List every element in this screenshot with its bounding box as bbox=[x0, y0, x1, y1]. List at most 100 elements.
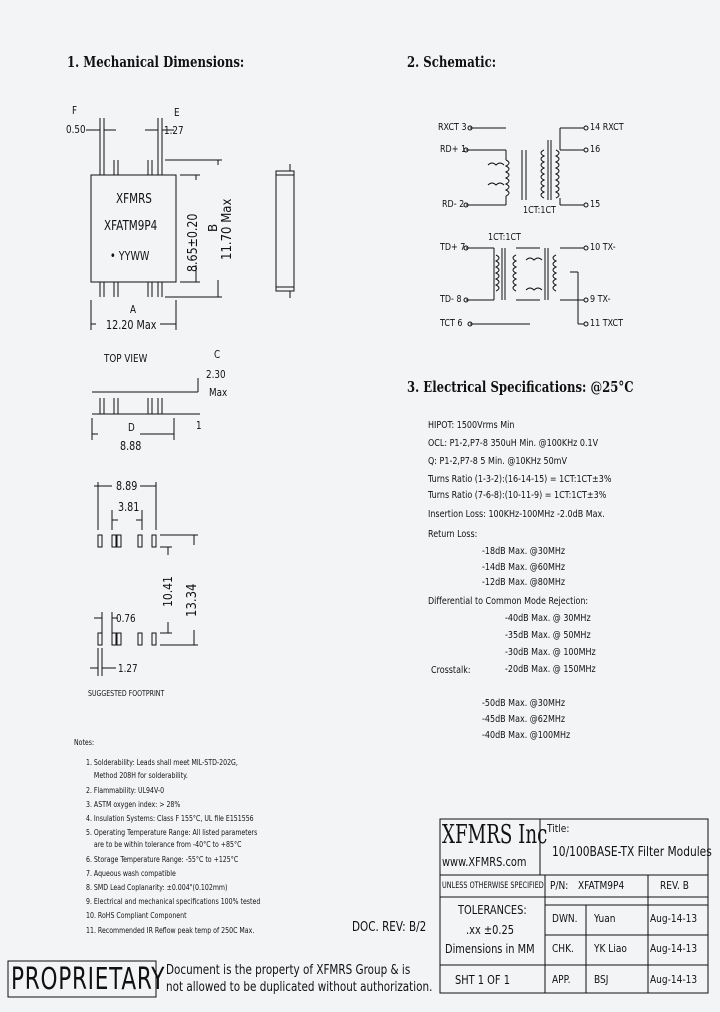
dim-E-value: 1.27 bbox=[164, 124, 184, 137]
dim-C-letter: C bbox=[214, 348, 221, 361]
pin-td-plus-7: TD+ 7 bbox=[440, 242, 466, 253]
fp-dim-381: 3.81 bbox=[118, 500, 140, 514]
spec-dcm-4: -20dB Max. @ 150MHz bbox=[505, 664, 596, 675]
pin-16: 16 bbox=[590, 144, 601, 155]
marking-part: XFATM9P4 bbox=[104, 219, 158, 234]
spec-hipot: HIPOT: 1500Vrms Min bbox=[428, 420, 515, 431]
marking-brand: XFMRS bbox=[116, 192, 152, 207]
notes-title: Notes: bbox=[74, 738, 95, 747]
spec-dcm-1: -40dB Max. @ 30MHz bbox=[505, 613, 591, 624]
footprint-pads bbox=[97, 534, 157, 646]
part-number: XFATM9P4 bbox=[578, 879, 625, 892]
spec-insertion-loss: Insertion Loss: 100KHz-100MHz -2.0dB Max… bbox=[428, 509, 605, 520]
drawn-name: Yuan bbox=[594, 912, 616, 925]
approved-date: Aug-14-13 bbox=[650, 973, 698, 986]
document-title: 10/100BASE-TX Filter Modules bbox=[552, 845, 712, 860]
dim-F-letter: F bbox=[72, 104, 78, 117]
fp-dim-1334: 13.34 bbox=[185, 583, 200, 617]
schematic-rx bbox=[463, 125, 589, 208]
pin-11-txct: 11 TXCT bbox=[590, 318, 623, 329]
fp-dim-127: 1.27 bbox=[118, 662, 138, 675]
component-body-outline bbox=[90, 174, 177, 283]
tolerance-value: .xx ±0.25 bbox=[466, 923, 515, 937]
dim-B-letter: B bbox=[206, 223, 220, 232]
side-profile bbox=[275, 170, 295, 292]
checked-label: CHK. bbox=[552, 942, 574, 955]
pin-one-label: 1 bbox=[196, 419, 202, 432]
schematic-tx bbox=[463, 245, 589, 327]
dim-max-height: 11.70 Max bbox=[220, 198, 235, 260]
title-label: Title: bbox=[547, 822, 570, 835]
dim-E-letter: E bbox=[174, 106, 180, 119]
spec-rl-3: -12dB Max. @80MHz bbox=[482, 577, 566, 588]
dim-F-value: 0.50 bbox=[66, 123, 86, 136]
spec-turns-2: Turns Ratio (7-6-8):(10-11-9) = 1CT:1CT±… bbox=[428, 490, 607, 501]
note-line: 10. RoHS Compliant Component bbox=[86, 911, 187, 920]
fp-dim-889: 8.89 bbox=[116, 479, 138, 493]
dim-A-letter: A bbox=[130, 303, 137, 316]
company-name: XFMRS Inc bbox=[442, 820, 548, 850]
bottom-pins bbox=[99, 282, 163, 297]
spec-ocl: OCL: P1-2,P7-8 350uH Min. @100KHz 0.1V bbox=[428, 438, 599, 449]
pin-rd-plus-1: RD+ 1 bbox=[440, 144, 467, 155]
note-line: are to be within tolerance from -40°C to… bbox=[86, 840, 242, 849]
pin-9-tx: 9 TX- bbox=[590, 294, 611, 305]
sheet-count: SHT 1 OF 1 bbox=[455, 973, 510, 987]
company-website[interactable]: www.XFMRS.com bbox=[442, 855, 527, 869]
dim-A-value: 12.20 Max bbox=[106, 318, 157, 332]
spec-return-loss-label: Return Loss: bbox=[428, 529, 478, 540]
dim-C-value: 2.30 bbox=[206, 368, 226, 381]
spec-ct-1: -50dB Max. @30MHz bbox=[482, 698, 566, 709]
pn-label: P/N: bbox=[550, 879, 569, 892]
fp-dim-076: 0.76 bbox=[116, 612, 136, 625]
dim-B-value: 8.65±0.20 bbox=[186, 213, 201, 272]
pin-td-minus-8: TD- 8 bbox=[440, 294, 462, 305]
note-line: 1. Solderability: Leads shall meet MIL-S… bbox=[86, 758, 238, 767]
note-line: 11. Recommended IR Reflow peak temp of 2… bbox=[86, 926, 255, 935]
heading-electrical: 3. Electrical Specifications: @25°C bbox=[407, 378, 634, 396]
note-line: 5. Operating Temperature Range: All list… bbox=[86, 828, 258, 837]
doc-revision: DOC. REV: B/2 bbox=[352, 920, 427, 935]
note-line: Method 208H for solderability. bbox=[86, 771, 188, 780]
heading-schematic: 2. Schematic: bbox=[407, 53, 497, 71]
title-block-grid bbox=[439, 818, 709, 994]
proprietary-box bbox=[7, 960, 157, 998]
proprietary-note-2: not allowed to be duplicated without aut… bbox=[166, 980, 433, 995]
pin-tct-6: TCT 6 bbox=[440, 318, 463, 329]
proprietary-note-1: Document is the property of XFMRS Group … bbox=[166, 963, 411, 978]
tolerances-label: TOLERANCES: bbox=[458, 903, 527, 917]
spec-ct-2: -45dB Max. @62MHz bbox=[482, 714, 566, 725]
proprietary-label: PROPRIETARY bbox=[11, 962, 166, 997]
spec-dcm-label: Differential to Common Mode Rejection: bbox=[428, 596, 589, 607]
spec-ct-3: -40dB Max. @100MHz bbox=[482, 730, 571, 741]
note-line: 3. ASTM oxygen index: > 28% bbox=[86, 800, 181, 809]
heading-mechanical: 1. Mechanical Dimensions: bbox=[67, 53, 245, 71]
unless-specified: UNLESS OTHERWISE SPECIFIED bbox=[442, 881, 544, 891]
tx-ratio: 1CT:1CT bbox=[488, 232, 521, 243]
spec-rl-1: -18dB Max. @30MHz bbox=[482, 546, 566, 557]
footprint-caption: SUGGESTED FOOTPRINT bbox=[88, 689, 165, 698]
top-view-label: TOP VIEW bbox=[104, 352, 148, 365]
checked-name: YK Liao bbox=[594, 942, 627, 955]
note-line: 8. SMD Lead Coplanarity: ±0.004"(0.102mm… bbox=[86, 883, 228, 892]
pin-15: 15 bbox=[590, 199, 601, 210]
fp-dim-1041: 10.41 bbox=[161, 576, 175, 607]
dim-D-value: 8.88 bbox=[120, 439, 142, 453]
checked-date: Aug-14-13 bbox=[650, 942, 698, 955]
pin-rxct-3: RXCT 3 bbox=[438, 122, 467, 133]
spec-dcm-3: -30dB Max. @ 100MHz bbox=[505, 647, 596, 658]
dim-C-max: Max bbox=[209, 386, 228, 399]
drawn-label: DWN. bbox=[552, 912, 578, 925]
pin-14-rxct: 14 RXCT bbox=[590, 122, 624, 133]
spec-crosstalk-label: Crosstalk: bbox=[431, 665, 471, 676]
note-line: 7. Aqueous wash compatible bbox=[86, 869, 176, 878]
note-line: 4. Insulation Systems: Class F 155°C, UL… bbox=[86, 814, 254, 823]
drawn-date: Aug-14-13 bbox=[650, 912, 698, 925]
approved-name: BSJ bbox=[594, 973, 609, 986]
spec-rl-2: -14dB Max. @60MHz bbox=[482, 562, 566, 573]
note-line: 2. Flammability: UL94V-0 bbox=[86, 786, 165, 795]
top-view-pins bbox=[99, 398, 163, 414]
revision: REV. B bbox=[660, 879, 689, 892]
dim-D-letter: D bbox=[128, 421, 135, 434]
